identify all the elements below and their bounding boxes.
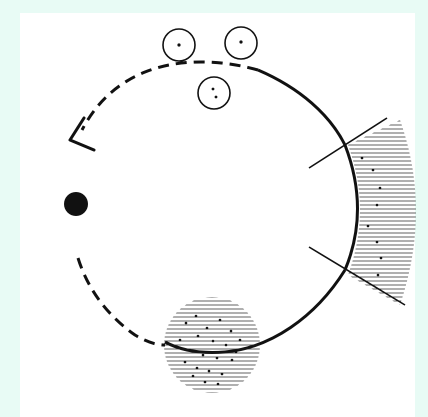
top-particles [163, 27, 257, 109]
particle-circle-icon [198, 77, 230, 109]
dashed-arc-upper [82, 62, 258, 130]
solid-arc-upper [258, 70, 345, 145]
solid-dot-icon [64, 192, 88, 216]
arrow-head-icon [70, 118, 94, 150]
dashed-arc-lower [78, 258, 165, 345]
hatched-disc [164, 297, 260, 393]
